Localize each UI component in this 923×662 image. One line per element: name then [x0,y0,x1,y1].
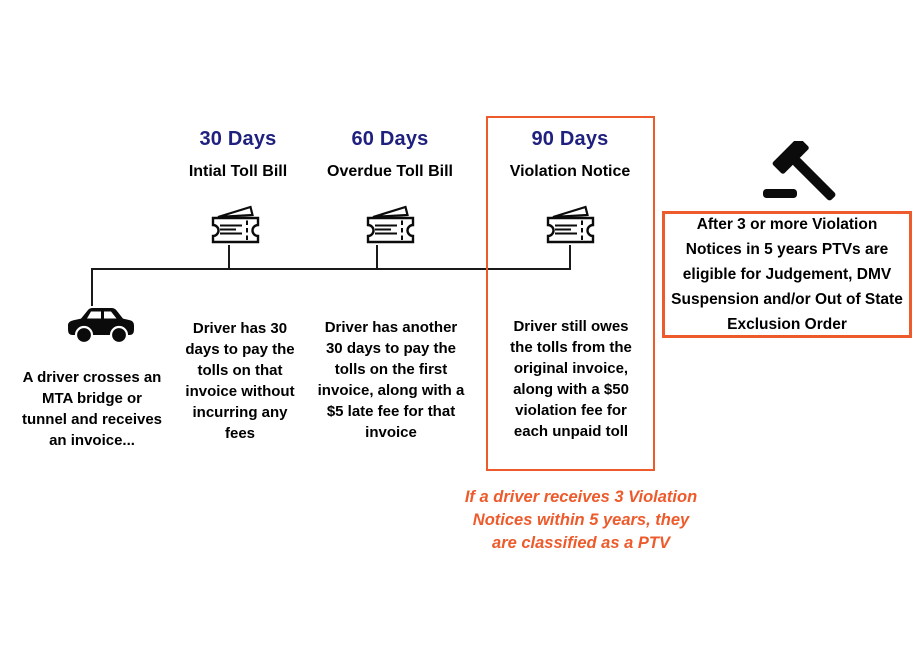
start-description: A driver crosses an MTA bridge or tunnel… [21,369,163,449]
step1-title: Intial Toll Bill [188,163,288,180]
timeline-horizontal-line [91,268,571,270]
car-icon [68,308,134,345]
violation-highlight-box [486,116,655,471]
ptv-note: If a driver receives 3 Violation Notices… [464,488,698,552]
connector-ticket1-stub [228,245,230,270]
gavel-icon [763,141,836,201]
connector-ticket2-stub [376,245,378,270]
connector-car-stub [91,268,93,306]
step3-title: Violation Notice [509,163,631,180]
connector-ticket3-stub [569,245,571,270]
judgement-text: After 3 or more Violation Notices in 5 y… [671,216,903,333]
step2-title: Overdue Toll Bill [327,163,453,180]
step3-days-label: 90 Days [531,128,609,150]
judgement-box: After 3 or more Violation Notices in 5 y… [662,211,912,338]
ticket-icon [362,202,419,246]
step3-description: Driver still owes the tolls from the ori… [510,318,632,440]
step2-description: Driver has another 30 days to pay the to… [317,319,465,441]
step2-days-label: 60 Days [351,128,429,150]
step1-description: Driver has 30 days to pay the tolls on t… [185,320,295,442]
step1-days-label: 30 Days [199,128,277,150]
ticket-icon [542,202,599,246]
ticket-icon [207,202,264,246]
